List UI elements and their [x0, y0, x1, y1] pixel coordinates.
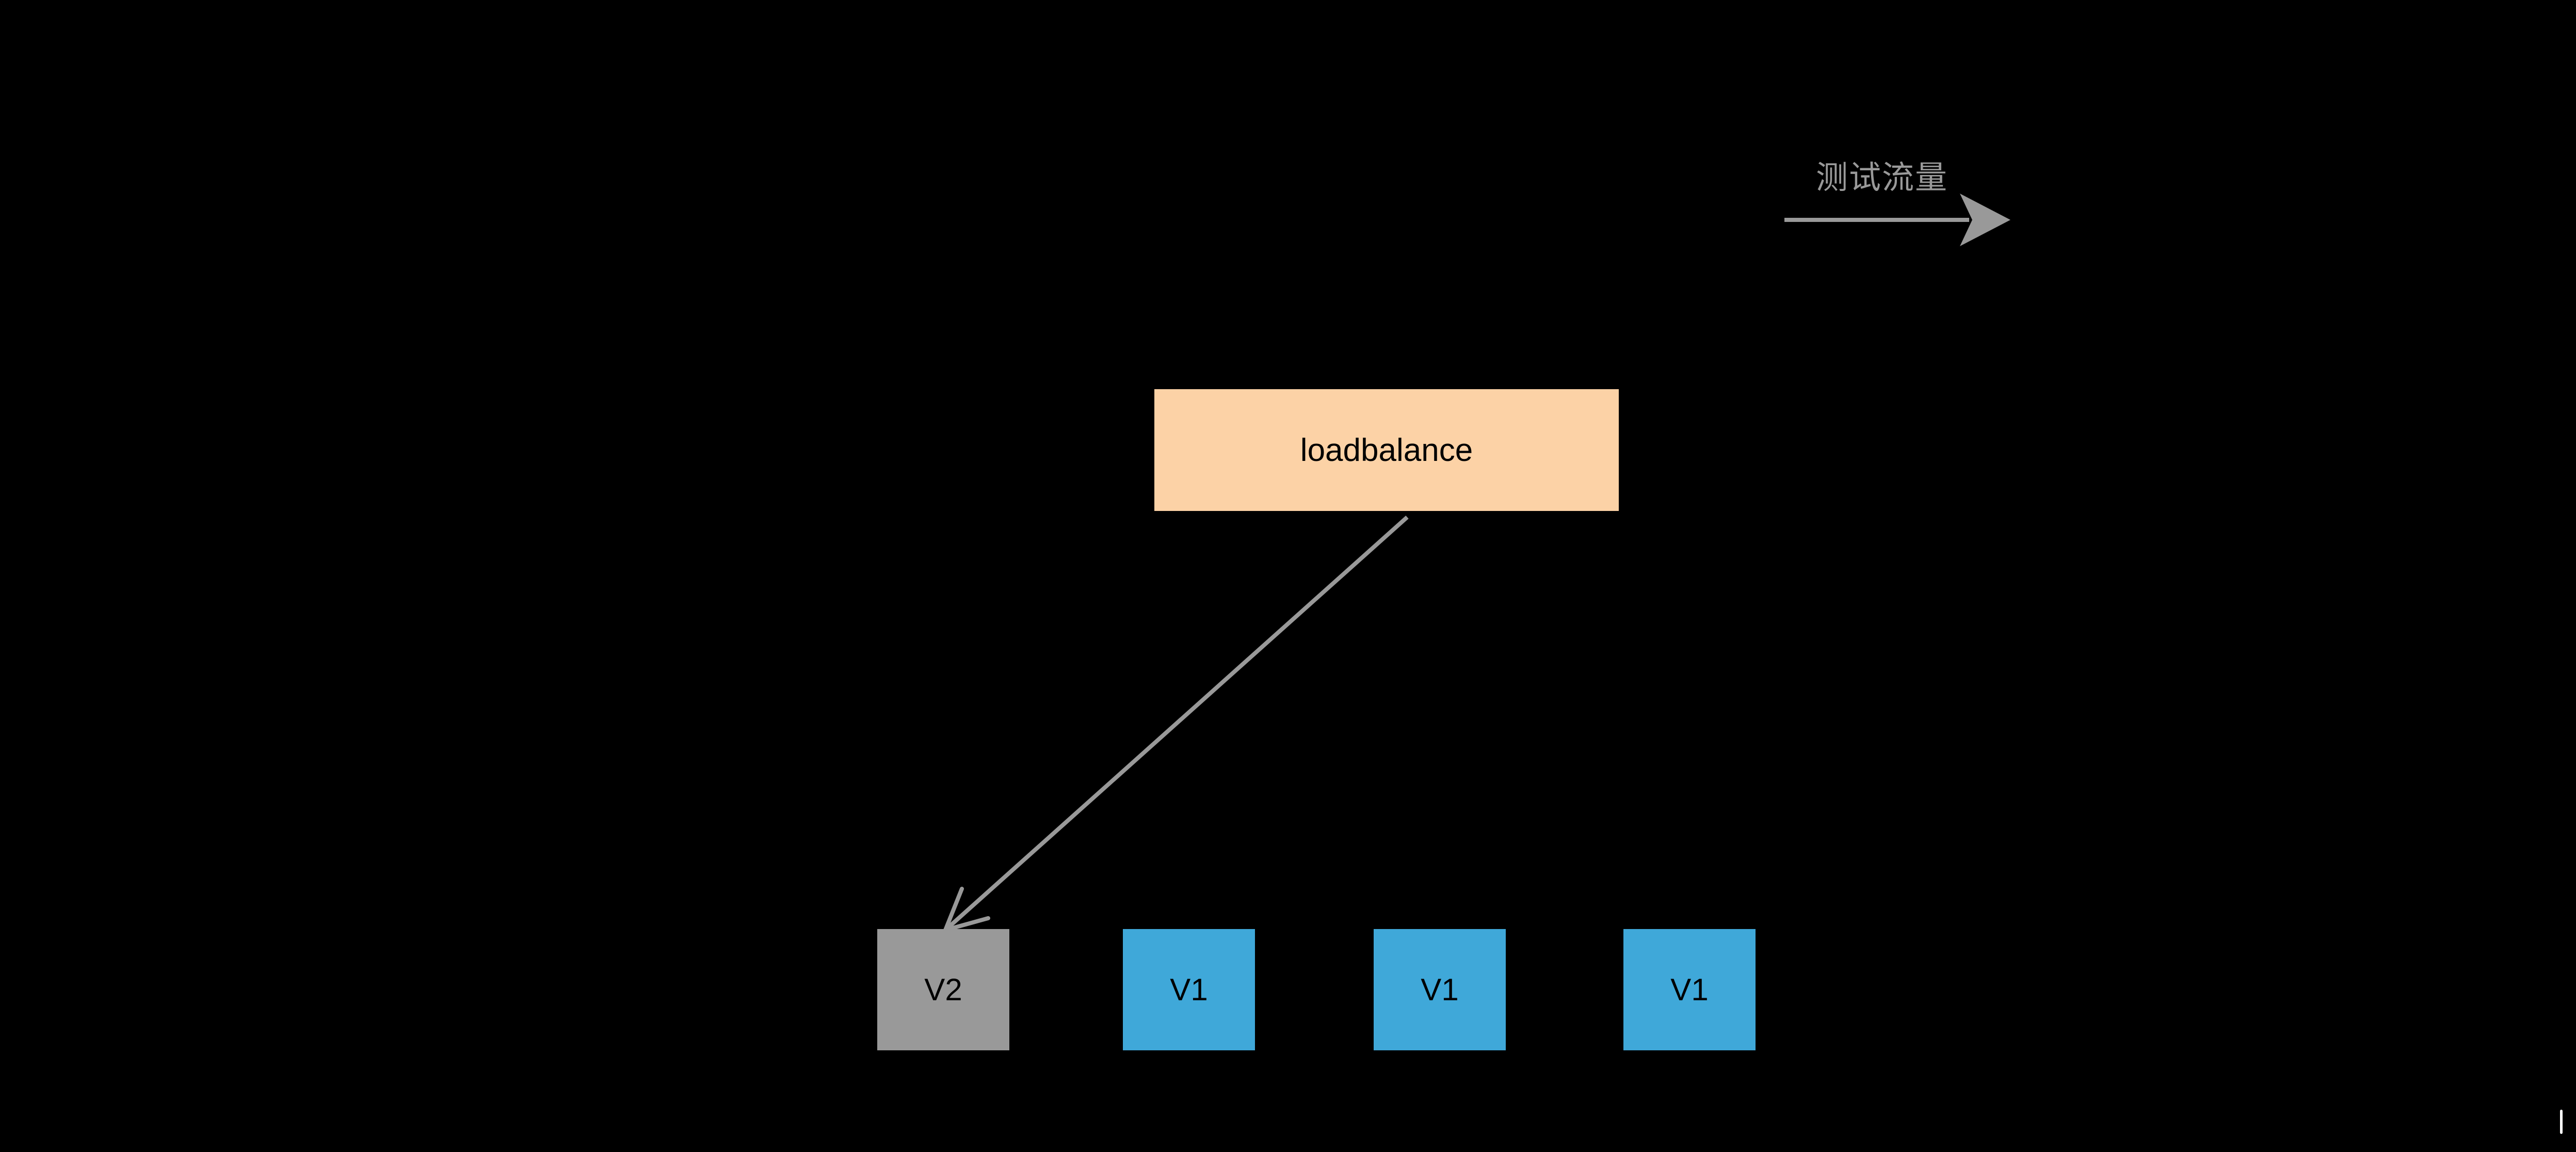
node-loadbalance[interactable]: loadbalance: [1153, 388, 1620, 512]
legend-right-arrow-icon: [1784, 194, 2010, 246]
node-instance-v2[interactable]: V2: [877, 929, 1009, 1050]
legend-test-traffic-label: 测试流量: [1815, 160, 1948, 196]
node-v1-label: V1: [1670, 972, 1709, 1007]
node-v1-label: V1: [1170, 972, 1208, 1007]
node-v1-label: V1: [1421, 972, 1459, 1007]
node-v2-label: V2: [924, 972, 962, 1007]
node-instance-v1-3[interactable]: V1: [1623, 929, 1756, 1050]
node-loadbalance-label: loadbalance: [1300, 432, 1473, 468]
edge-loadbalance-to-v2: [943, 516, 1409, 932]
node-instance-v1-1[interactable]: V1: [1123, 929, 1255, 1050]
text-cursor: [2560, 1110, 2563, 1134]
node-instance-v1-2[interactable]: V1: [1374, 929, 1506, 1050]
